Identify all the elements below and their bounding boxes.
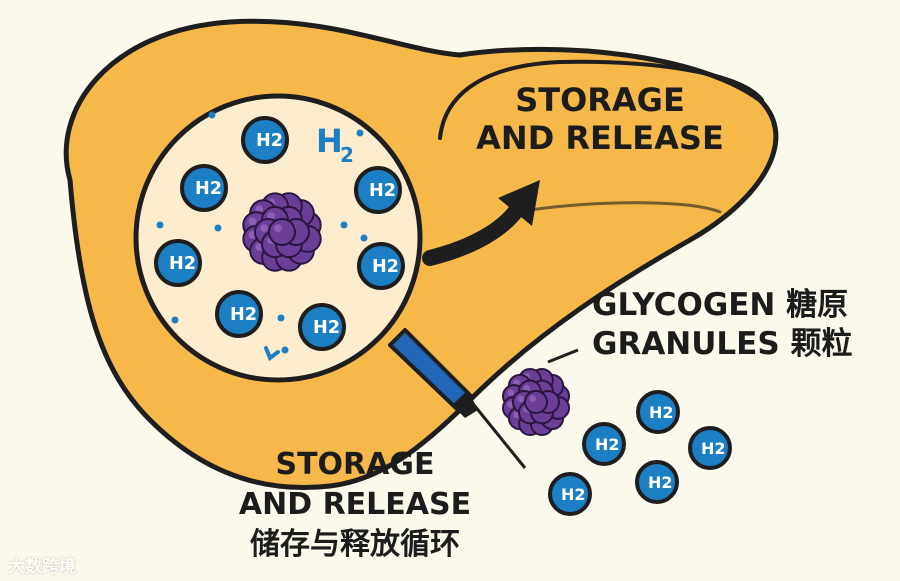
glycogen-bead-highlight	[248, 217, 257, 226]
glycogen-bead-highlight	[274, 224, 282, 233]
h2-bubble	[636, 390, 680, 434]
h2-dot	[208, 111, 216, 119]
liver-lobe-outline	[438, 59, 764, 140]
glycogen-bead-highlight	[260, 224, 268, 233]
h2-particle-dots	[156, 111, 368, 362]
glycogen-bead-highlight	[267, 212, 275, 220]
h2-bubble	[688, 426, 732, 470]
h2-bubble	[180, 164, 228, 212]
bottom-line-1: STORAGE	[275, 447, 435, 482]
glycogen-bead-highlight	[523, 385, 530, 392]
h2-dot	[214, 224, 222, 232]
h2-bubble	[582, 422, 626, 466]
glycogen-bead	[524, 390, 548, 414]
h2-bubble-label: H2	[256, 131, 283, 151]
h2-dot	[277, 314, 285, 322]
magnifier-handle	[388, 328, 527, 469]
h2-bubble	[357, 242, 405, 290]
h2-bubble-label: H2	[648, 473, 673, 492]
bottom-line-2: AND RELEASE	[238, 487, 472, 522]
h2-dot	[340, 221, 348, 229]
bottom-chinese-caption: 储存与释放循环	[250, 527, 460, 562]
storage-release-label-top: STORAGE AND RELEASE	[470, 84, 730, 160]
glycogen-line-2: GRANULES 颗粒	[592, 326, 853, 362]
glycogen-cluster-outside	[501, 367, 571, 437]
release-arrow-head	[498, 180, 540, 226]
glycogen-bead	[268, 218, 296, 246]
h2-bubble-label: H2	[701, 439, 726, 458]
h2-dot	[360, 234, 368, 242]
glycogen-bead-highlight	[529, 395, 536, 403]
watermark: 大数跨境	[8, 557, 76, 577]
glycogen-bead-highlight	[517, 395, 524, 403]
h2-bubble-label: H2	[169, 254, 196, 274]
h2-bubble-label: H2	[649, 403, 674, 422]
h2-loose-subscript: 2	[340, 143, 354, 167]
glycogen-cluster-lens	[242, 192, 322, 272]
h2-bubble-label: H2	[595, 435, 620, 454]
glycogen-line-1: GLYCOGEN 糖原	[592, 287, 849, 323]
h2-bubble	[354, 166, 402, 214]
h2-bubble-label: H2	[313, 318, 340, 338]
h2-bubble-label: H2	[195, 179, 222, 199]
h2-bubble	[298, 303, 346, 351]
glycogen-bead-highlight	[507, 389, 514, 397]
h2-bubble	[215, 290, 263, 338]
glycogen-pointer-line	[547, 348, 579, 364]
top-line-1: STORAGE	[515, 81, 685, 119]
h2-bubble	[241, 116, 289, 164]
h2-mark	[264, 346, 280, 362]
storage-release-label-bottom: STORAGE AND RELEASE 储存与释放循环	[230, 450, 480, 560]
release-arrow	[422, 197, 528, 266]
top-line-2: AND RELEASE	[476, 119, 724, 157]
h2-bubble-label: H2	[369, 181, 396, 201]
h2-bubble-label: H2	[372, 257, 399, 277]
h2-bubble-label: H2	[230, 305, 257, 325]
h2-bubble	[154, 239, 202, 287]
h2-dot	[281, 346, 289, 354]
h2-loose-label: H	[316, 122, 343, 160]
h2-dot	[171, 316, 179, 324]
glycogen-granules-label: GLYCOGEN 糖原 GRANULES 颗粒	[592, 290, 852, 368]
h2-bubble-label: H2	[561, 485, 586, 504]
liver-lobe-curve	[528, 201, 722, 214]
h2-bubble	[635, 460, 679, 504]
h2-dot	[156, 221, 164, 229]
h2-bubble	[548, 472, 592, 516]
h2-dot	[356, 129, 364, 137]
